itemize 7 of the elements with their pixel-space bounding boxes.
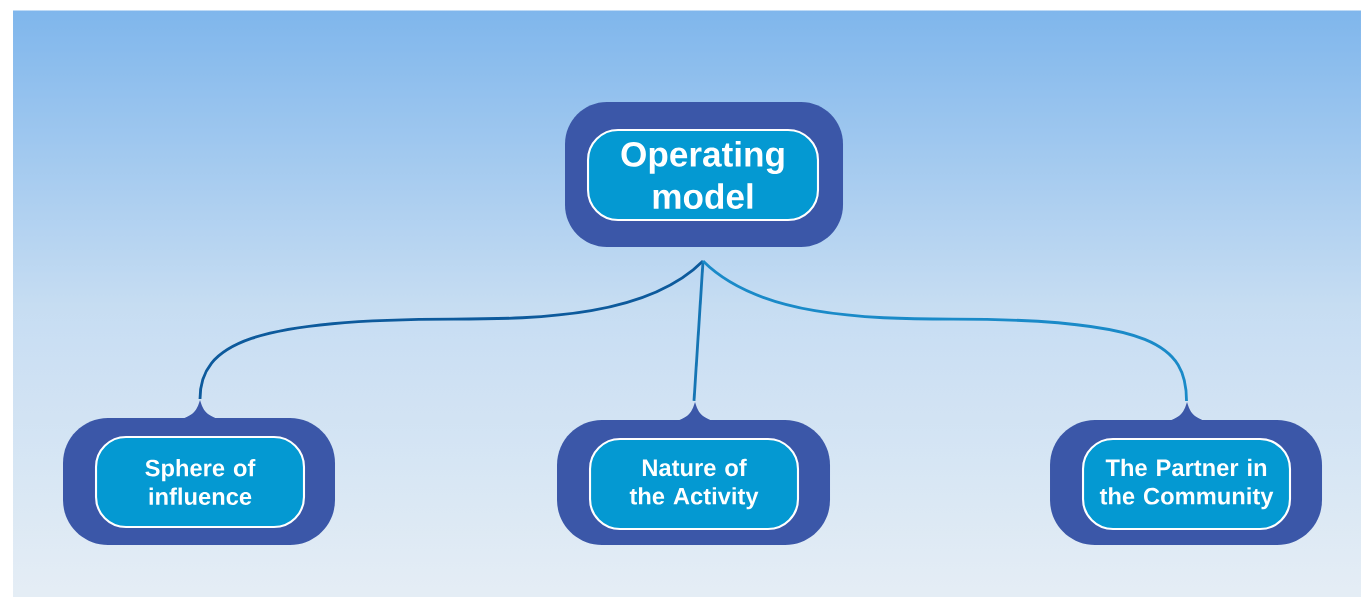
connector-line [692,260,705,402]
connector-line [702,260,1188,402]
node-box: Operating model [565,102,843,247]
node-box: The Partner in the Community [1050,402,1322,545]
node-box: Sphere of influence [63,400,335,545]
node-box: Nature of the Activity [557,402,830,545]
connector-line [198,260,704,400]
